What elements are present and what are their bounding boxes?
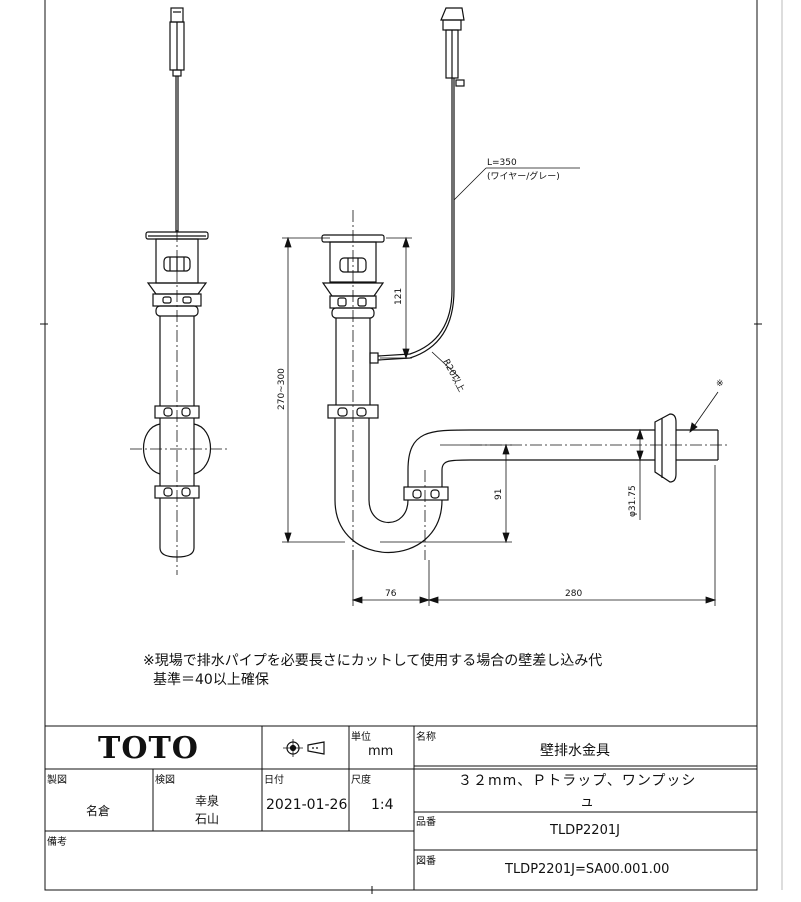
title-block-grid	[44, 725, 758, 891]
dim-121-label: 121	[394, 288, 404, 305]
projection-symbol-icon	[283, 739, 325, 757]
side-view-centerlines	[130, 230, 228, 575]
note-mark-label: ※	[716, 379, 724, 389]
part-label: 品番	[416, 817, 436, 828]
checker-value-2: 石山	[195, 812, 220, 826]
spec-value-line2: ュ	[580, 794, 594, 810]
note-line-1: ※現場で排水パイプを必要長さにカットして使用する場合の壁差し込み代	[143, 653, 603, 669]
drawing-number-value: TLDP2201J=SA00.001.00	[505, 862, 670, 877]
front-view	[321, 7, 719, 554]
drawing-number-label: 図番	[416, 856, 436, 867]
wire-desc-label: (ワイヤー/グレー)	[487, 170, 560, 182]
checker-label: 検図	[155, 775, 175, 786]
date-label: 日付	[264, 775, 284, 786]
scale-label: 尺度	[351, 775, 371, 786]
date-value: 2021-01-26	[266, 797, 348, 813]
dim-280-label: 280	[565, 589, 582, 599]
unit-label: 単位	[351, 732, 371, 743]
note-line-2: 基準＝40以上確保	[153, 672, 269, 688]
spec-value: ３２mm、Ｐトラップ、ワンプッシ	[458, 773, 697, 789]
side-view	[142, 7, 212, 558]
dim-91-label: 91	[494, 489, 504, 500]
wire-length-label: L=350	[487, 158, 517, 168]
dim-76-label: 76	[385, 589, 397, 599]
dim-diameter-label: φ31.75	[628, 485, 638, 517]
front-view-centerlines	[352, 210, 730, 560]
part-value: TLDP2201J	[550, 823, 620, 838]
drafter-label: 製図	[47, 775, 67, 786]
dimension-lines	[282, 167, 719, 606]
drafter-value: 名倉	[86, 804, 111, 818]
unit-value: mm	[368, 744, 394, 759]
name-value: 壁排水金具	[540, 743, 610, 759]
remarks-label: 備考	[47, 837, 67, 848]
wall-insertion-note: ※現場で排水パイプを必要長さにカットして使用する場合の壁差し込み代 基準＝40以…	[143, 652, 602, 690]
scale-value: 1:4	[371, 797, 394, 813]
dim-270-300-label: 270~300	[277, 368, 287, 410]
name-label: 名称	[416, 732, 436, 743]
checker-value-1: 幸泉	[195, 794, 220, 808]
toto-logo: TOTO	[98, 731, 199, 766]
radius-label: R20以上	[440, 357, 466, 394]
